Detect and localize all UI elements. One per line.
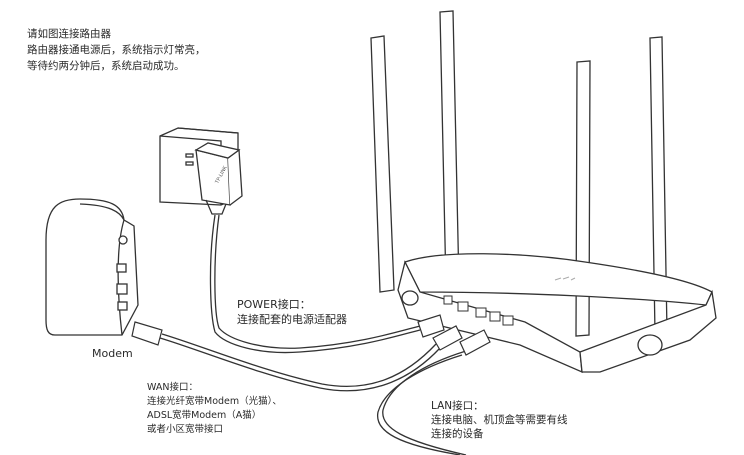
modem <box>45 198 139 336</box>
intro-line-3: 等待约两分钟后，系统启动成功。 <box>27 60 185 72</box>
lan-port-2 <box>489 311 501 322</box>
router-foot-left <box>401 290 419 306</box>
lan-port-line-1: 连接电脑、机顶盒等需要有线 <box>431 414 568 426</box>
power-port <box>443 295 453 305</box>
modem-port-2 <box>116 283 128 295</box>
power-port-title: POWER接口： <box>237 298 311 311</box>
lan-cable <box>377 354 463 455</box>
lan-port-3 <box>502 315 514 326</box>
wan-port <box>457 301 469 312</box>
router-foot-right <box>637 334 663 356</box>
intro-line-1: 请如图连接路由器 <box>27 28 111 40</box>
connectors <box>131 314 491 356</box>
modem-rj45 <box>131 321 163 346</box>
wan-cable <box>159 337 441 392</box>
router-side <box>579 289 717 373</box>
router-logo <box>554 276 576 281</box>
wan-port-label: WAN接口： 连接光纤宽带Modem（光猫）、 ADSL宽带Modem（A猫） … <box>147 381 282 437</box>
intro-text: 请如图连接路由器 路由器接通电源后，系统指示灯常亮， 等待约两分钟后，系统启动成… <box>27 26 206 74</box>
lan-port-label: LAN接口： 连接电脑、机顶盒等需要有线 连接的设备 <box>431 399 568 441</box>
modem-label: Modem <box>92 347 133 360</box>
power-plug <box>417 314 445 338</box>
router <box>397 253 717 374</box>
lan-port-1 <box>475 307 487 318</box>
wan-port-line-2: ADSL宽带Modem（A猫） <box>147 410 262 421</box>
wan-port-line-1: 连接光纤宽带Modem（光猫）、 <box>147 396 282 407</box>
power-adapter <box>185 142 243 215</box>
cables <box>159 214 467 455</box>
wan-port-line-3: 或者小区宽带接口 <box>147 424 224 435</box>
router-top <box>404 253 713 306</box>
modem-port-1 <box>116 263 127 273</box>
lan-port-line-2: 连接的设备 <box>431 428 484 440</box>
power-port-desc: 连接配套的电源适配器 <box>237 313 347 326</box>
modem-knob <box>118 235 128 245</box>
intro-line-2: 路由器接通电源后，系统指示灯常亮， <box>27 44 206 56</box>
lan-port-title: LAN接口： <box>431 400 484 412</box>
power-cable <box>209 214 421 354</box>
router-ports <box>443 295 514 326</box>
power-port-label: POWER接口： 连接配套的电源适配器 <box>237 297 347 327</box>
modem-port-3 <box>117 301 128 311</box>
lan-rj45 <box>459 329 491 356</box>
wan-port-title: WAN接口： <box>147 382 198 393</box>
antenna-left-1 <box>370 35 395 293</box>
antenna-left-2 <box>439 10 460 288</box>
wan-rj45 <box>432 325 463 351</box>
